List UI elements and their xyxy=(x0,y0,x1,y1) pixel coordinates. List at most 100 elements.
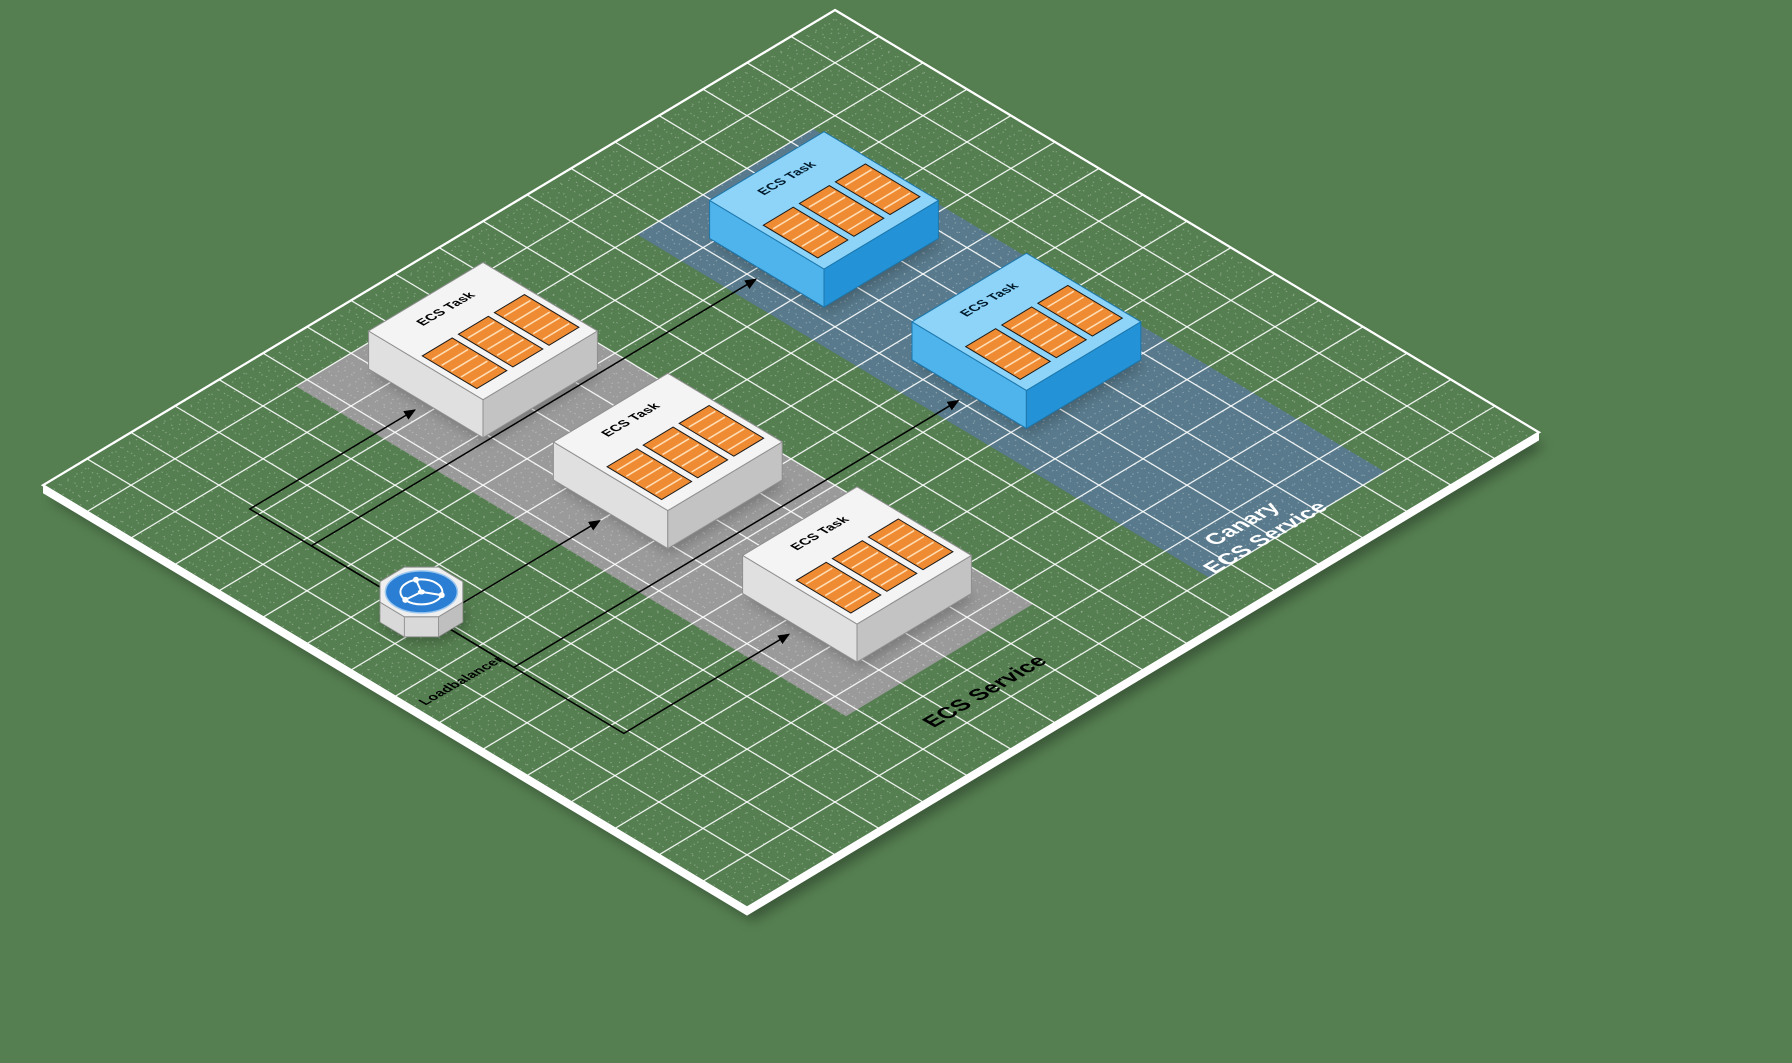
container-slat xyxy=(635,465,663,483)
container-slat xyxy=(864,180,892,198)
container-slat xyxy=(652,432,680,450)
grid-minor-line xyxy=(113,442,818,866)
container-slat xyxy=(811,235,839,253)
container-slat xyxy=(782,218,810,236)
grid-minor-line xyxy=(165,410,871,835)
container-slat xyxy=(503,299,531,317)
grid-minor-line xyxy=(755,57,1461,481)
grid-line xyxy=(746,62,1452,486)
grid-minor-line xyxy=(209,384,915,808)
loadbalancer-port-dot xyxy=(413,576,419,583)
container-slat xyxy=(496,338,524,356)
container-slat xyxy=(815,573,843,591)
grid-minor-line xyxy=(236,368,941,792)
container-slat xyxy=(897,535,925,553)
container-slat xyxy=(523,311,551,329)
container-slat xyxy=(984,339,1012,357)
grid-line xyxy=(570,167,1276,592)
container-slat xyxy=(1056,296,1085,314)
container-slat xyxy=(671,443,700,462)
grid-minor-line xyxy=(201,389,906,814)
grid-minor-line xyxy=(456,236,1161,660)
container-slat xyxy=(841,545,869,563)
container-slat xyxy=(887,529,915,548)
loadbalancer-spoke xyxy=(421,590,442,597)
container-slat xyxy=(837,208,865,226)
grid-minor-line xyxy=(473,226,1179,650)
grid-minor-line xyxy=(51,479,757,903)
container-slat xyxy=(655,477,683,495)
container-slat xyxy=(854,174,882,193)
container-slat xyxy=(1013,357,1041,375)
grid-minor-line xyxy=(799,30,1505,454)
grid-minor-line xyxy=(773,46,1478,470)
container-slat xyxy=(532,317,561,335)
container-slat xyxy=(860,557,889,575)
grid-minor-line xyxy=(148,421,853,845)
container-slat xyxy=(851,551,879,569)
grid-minor-line xyxy=(517,199,1223,623)
container-slat xyxy=(431,343,459,361)
grid-minor-line xyxy=(157,416,862,840)
grid-line xyxy=(218,379,924,803)
grid-line xyxy=(526,194,1232,618)
ecs-task-3-node: ECS Task xyxy=(741,486,975,668)
container-slat xyxy=(808,190,836,208)
container-slat xyxy=(772,212,800,230)
grid-minor-line xyxy=(121,437,827,861)
container-slat xyxy=(467,321,495,339)
container-slat xyxy=(1003,351,1032,369)
container-slat xyxy=(681,449,709,467)
container-slat xyxy=(441,348,469,367)
container-slat xyxy=(805,567,833,585)
container-slat xyxy=(625,459,654,477)
plane-slab-left xyxy=(43,485,747,916)
container-slat xyxy=(727,433,755,452)
container-slat xyxy=(974,333,1003,351)
container-slat xyxy=(834,584,862,603)
container-slat xyxy=(506,344,534,362)
container-slat xyxy=(616,453,644,472)
container-slat xyxy=(698,416,726,434)
container-slat xyxy=(717,428,745,446)
grid-minor-line xyxy=(139,426,845,850)
grid-minor-line xyxy=(781,41,1487,465)
loadbalancer-port-dot xyxy=(402,596,409,603)
grid-minor-line xyxy=(588,157,1293,581)
container-slat xyxy=(707,422,736,440)
container-slat xyxy=(470,366,498,384)
canary-task-1-node: ECS Task xyxy=(708,131,942,312)
grid-minor-line xyxy=(553,178,1258,602)
container-slat xyxy=(691,455,719,473)
loadbalancer-side xyxy=(403,616,439,638)
container-slat xyxy=(818,196,846,214)
container-slat xyxy=(460,360,488,378)
grid-minor-line xyxy=(297,331,1003,755)
container-slat xyxy=(662,438,690,456)
grid-minor-line xyxy=(192,394,897,819)
grid-minor-line xyxy=(253,358,959,782)
grid-minor-line xyxy=(544,183,1249,608)
container-slat xyxy=(870,563,898,581)
plane-outline xyxy=(40,8,1542,909)
container-slat xyxy=(542,322,570,341)
container-slat xyxy=(513,305,541,323)
grid-minor-line xyxy=(77,463,783,887)
grid-line xyxy=(482,220,1188,645)
container-slat xyxy=(873,186,902,204)
grid-minor-line xyxy=(825,14,1531,439)
grid-minor-line xyxy=(737,67,1443,491)
grid-minor-line xyxy=(764,51,1469,476)
container-slat xyxy=(844,590,872,608)
container-slat xyxy=(1085,313,1114,331)
container-slat xyxy=(1066,302,1094,320)
container-slat xyxy=(688,410,716,428)
grid-minor-line xyxy=(561,173,1267,597)
grid-minor-line xyxy=(245,363,950,787)
grid-minor-line xyxy=(509,204,1214,629)
container-slat xyxy=(801,229,829,247)
grid-minor-line xyxy=(289,336,994,761)
grid-minor-line xyxy=(808,25,1513,449)
